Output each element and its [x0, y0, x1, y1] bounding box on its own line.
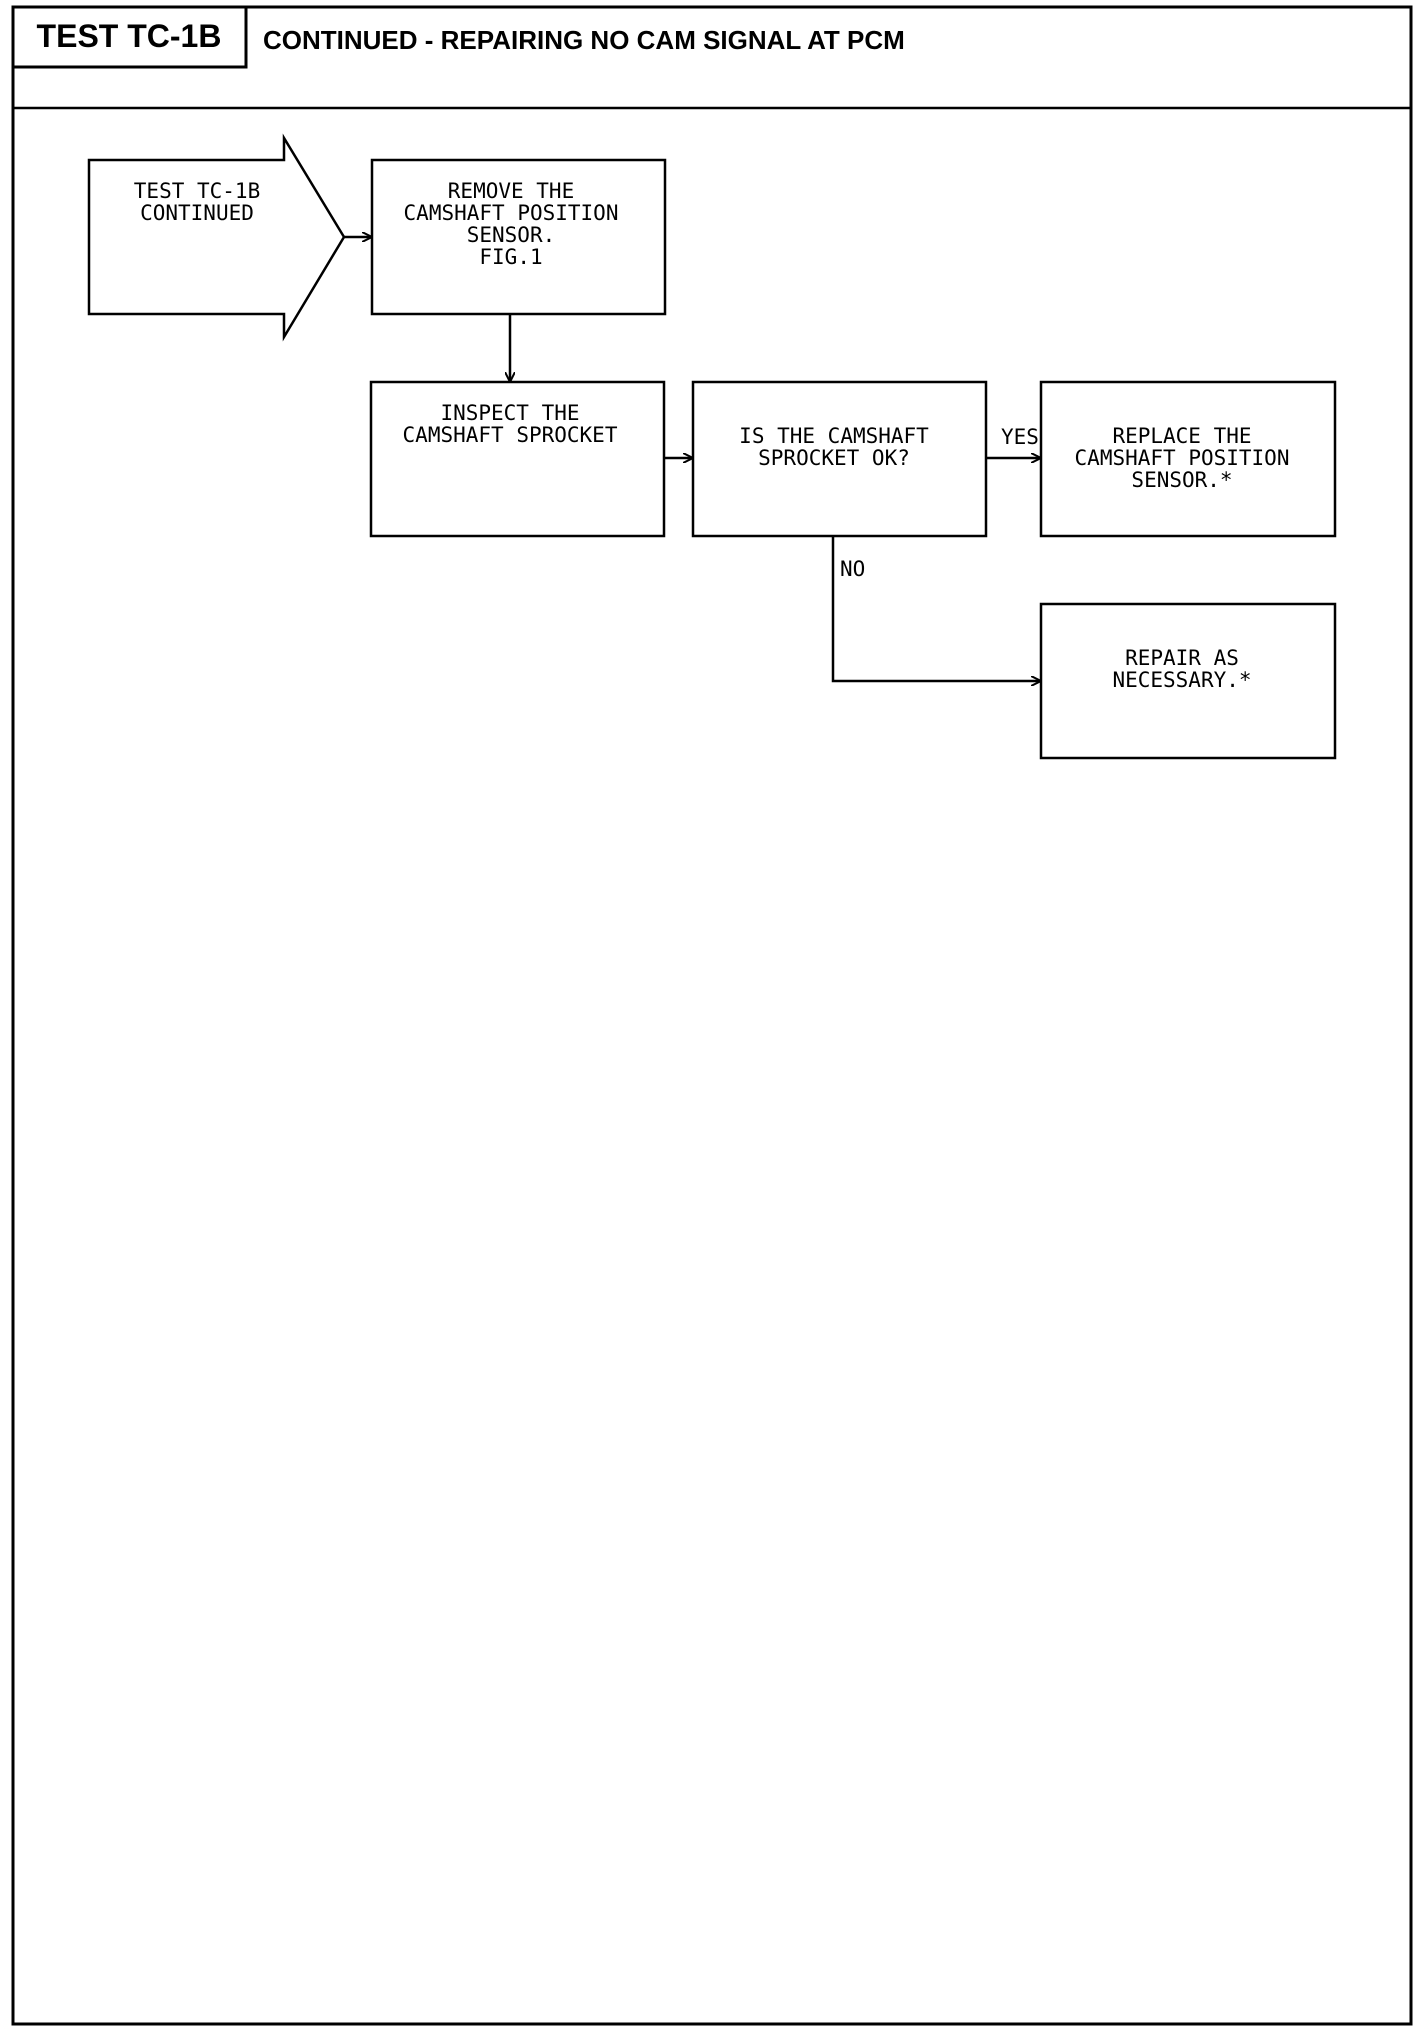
start-arrow — [87, 133, 346, 342]
inspect-sprocket-box — [369, 380, 666, 538]
page-frame — [11, 5, 1413, 2026]
start-line-1: CONTINUED — [140, 201, 254, 225]
remove-line-2: SENSOR. — [467, 223, 556, 247]
yes-label: YES — [1001, 425, 1039, 449]
remove-line-1: CAMSHAFT POSITION — [404, 201, 619, 225]
no-label: NO — [840, 557, 865, 581]
repair-box — [1039, 602, 1337, 760]
replace-line-1: CAMSHAFT POSITION — [1075, 446, 1290, 470]
remove-sensor-box — [370, 158, 667, 316]
replace-line-0: REPLACE THE — [1112, 424, 1251, 448]
inspect-line-1: CAMSHAFT SPROCKET — [403, 423, 618, 447]
start-line-0: TEST TC-1B — [134, 179, 260, 203]
replace-line-2: SENSOR.* — [1131, 468, 1232, 492]
decision-line-0: IS THE CAMSHAFT — [739, 424, 929, 448]
arrow-decision-to-repair — [831, 536, 1041, 681]
test-id-label: TEST TC-1B — [37, 18, 222, 54]
repair-line-0: REPAIR AS — [1125, 646, 1239, 670]
remove-line-0: REMOVE THE — [448, 179, 574, 203]
repair-line-1: NECESSARY.* — [1112, 668, 1251, 692]
decision-line-1: SPROCKET OK? — [758, 446, 910, 470]
page-title: CONTINUED - REPAIRING NO CAM SIGNAL AT P… — [263, 25, 905, 55]
remove-line-4: FIG.1 — [479, 245, 542, 269]
test-id-box — [11, 5, 248, 69]
inspect-line-0: INSPECT THE — [440, 401, 579, 425]
